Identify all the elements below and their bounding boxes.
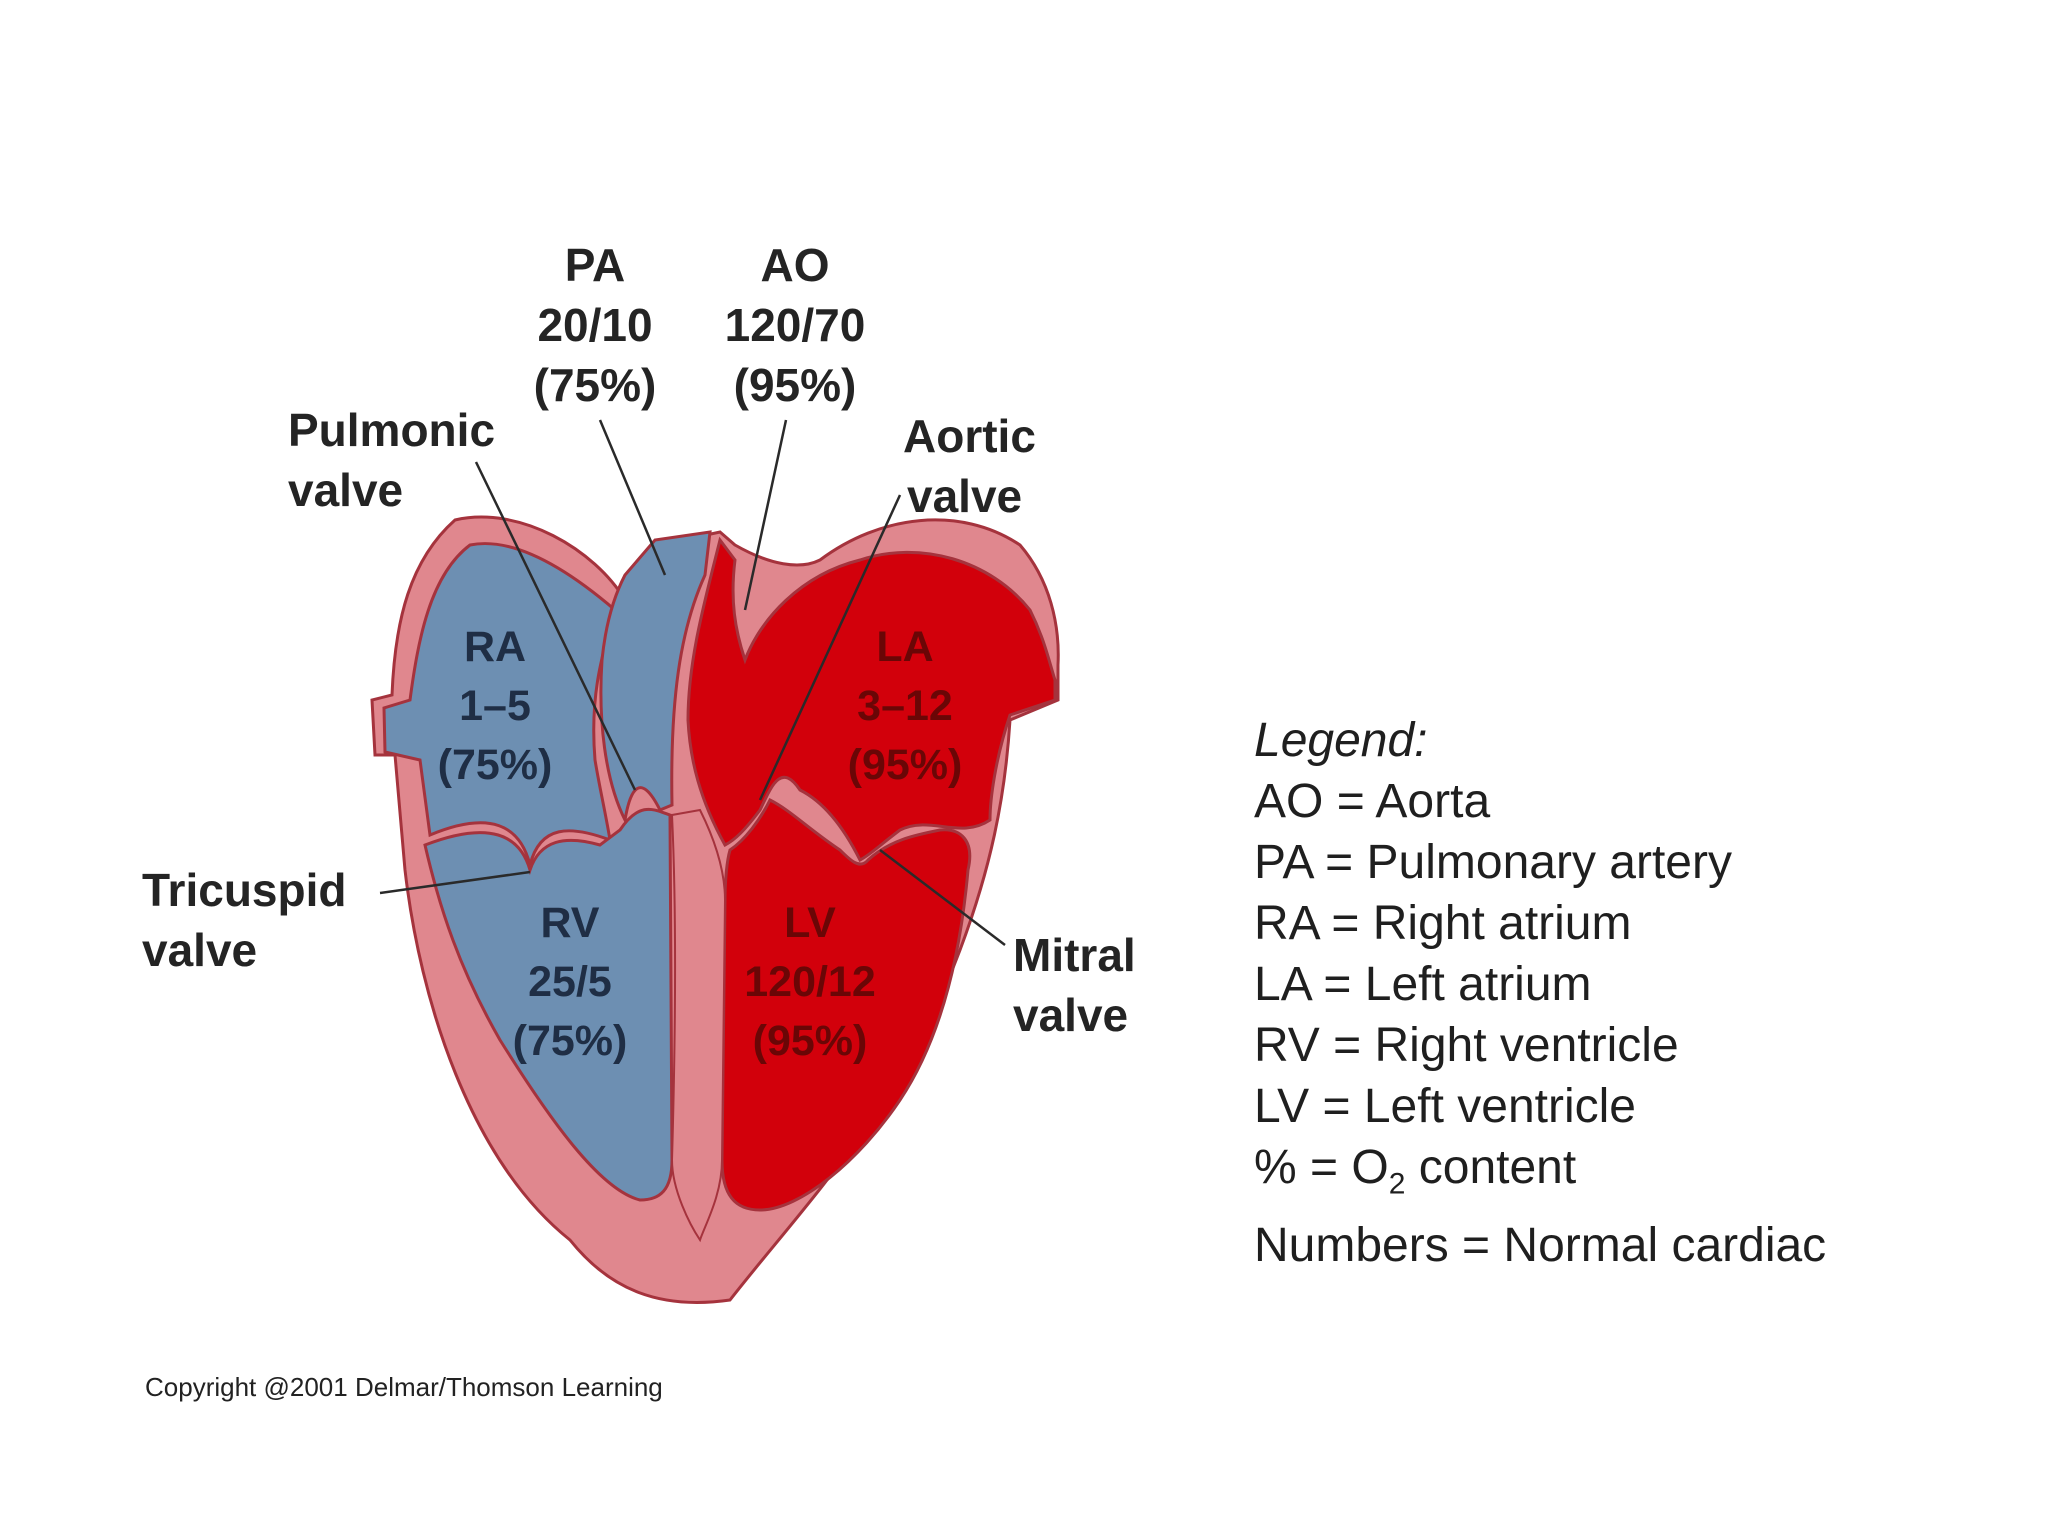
tricuspid-valve-line1: Tricuspid [142, 860, 346, 920]
pa-pressure: 20/10 [520, 295, 670, 355]
ao-abbr: AO [710, 235, 880, 295]
legend-item-o2: % = O2 content [1254, 1137, 1826, 1215]
lv-oxygen: (95%) [725, 1012, 895, 1071]
pa-label: PA 20/10 (75%) [520, 235, 670, 415]
la-label: LA 3–12 (95%) [825, 618, 985, 795]
pa-abbr: PA [520, 235, 670, 295]
lv-abbr: LV [725, 894, 895, 953]
la-oxygen: (95%) [825, 736, 985, 795]
lv-label: LV 120/12 (95%) [725, 894, 895, 1071]
ra-pressure: 1–5 [420, 677, 570, 736]
legend-o2-subscript: 2 [1389, 1168, 1406, 1201]
rv-abbr: RV [490, 894, 650, 953]
ra-label: RA 1–5 (75%) [420, 618, 570, 795]
aortic-valve-label: Aortic valve [903, 406, 1036, 526]
lv-pressure: 120/12 [725, 953, 895, 1012]
legend-item-ra: RA = Right atrium [1254, 893, 1826, 954]
legend-item-numbers: Numbers = Normal cardiac [1254, 1215, 1826, 1276]
pa-oxygen: (75%) [520, 355, 670, 415]
ra-oxygen: (75%) [420, 736, 570, 795]
legend-o2-suffix: content [1405, 1141, 1576, 1194]
rv-oxygen: (75%) [490, 1012, 650, 1071]
legend: Legend: AO = Aorta PA = Pulmonary artery… [1254, 710, 1826, 1276]
la-pressure: 3–12 [825, 677, 985, 736]
legend-item-pa: PA = Pulmonary artery [1254, 832, 1826, 893]
pulmonic-valve-line2: valve [288, 460, 495, 520]
rv-label: RV 25/5 (75%) [490, 894, 650, 1071]
ao-label: AO 120/70 (95%) [710, 235, 880, 415]
mitral-valve-label: Mitral valve [1013, 925, 1136, 1045]
tricuspid-valve-label: Tricuspid valve [142, 860, 346, 980]
ra-abbr: RA [420, 618, 570, 677]
legend-title: Legend: [1254, 710, 1826, 771]
ao-pressure: 120/70 [710, 295, 880, 355]
pulmonic-valve-line1: Pulmonic [288, 400, 495, 460]
la-abbr: LA [825, 618, 985, 677]
legend-item-rv: RV = Right ventricle [1254, 1015, 1826, 1076]
legend-item-la: LA = Left atrium [1254, 954, 1826, 1015]
mitral-valve-line1: Mitral [1013, 925, 1136, 985]
aortic-valve-line2: valve [903, 466, 1036, 526]
pulmonic-valve-label: Pulmonic valve [288, 400, 495, 520]
copyright-text: Copyright @2001 Delmar/Thomson Learning [145, 1372, 663, 1403]
tricuspid-valve-line2: valve [142, 920, 346, 980]
legend-item-lv: LV = Left ventricle [1254, 1076, 1826, 1137]
pa-leader-line [600, 420, 665, 575]
septum [672, 810, 725, 1240]
ao-oxygen: (95%) [710, 355, 880, 415]
rv-pressure: 25/5 [490, 953, 650, 1012]
legend-o2-prefix: % = O [1254, 1141, 1389, 1194]
legend-item-ao: AO = Aorta [1254, 771, 1826, 832]
aortic-valve-line1: Aortic [903, 406, 1036, 466]
mitral-valve-line2: valve [1013, 985, 1136, 1045]
